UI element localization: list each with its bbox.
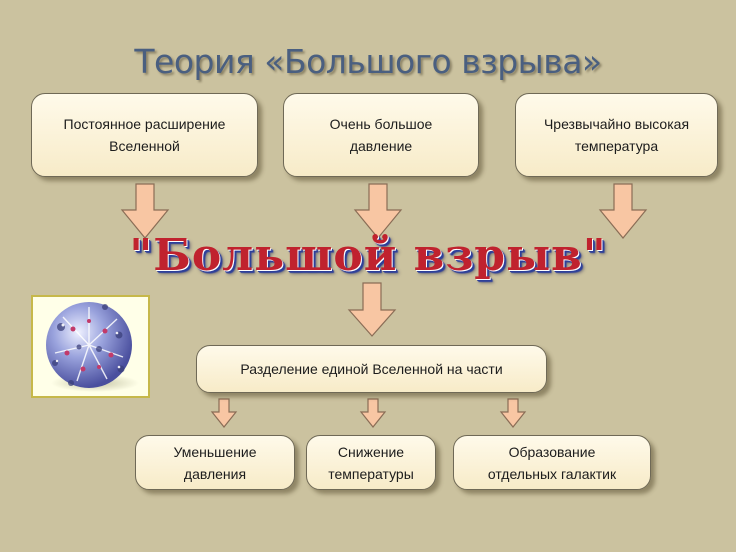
- box-line: давления: [183, 465, 247, 482]
- arrow-down-icon: [353, 183, 403, 239]
- arrow-down-icon: [210, 398, 238, 428]
- box-line: Очень большое: [329, 116, 433, 132]
- diagram-title: Теория «Большого взрыва»: [134, 42, 602, 81]
- arrow-down-icon: [347, 282, 397, 337]
- box-line: Постоянное расширение: [63, 116, 226, 132]
- consequence-box: Разделение единой Вселенной на части: [196, 345, 547, 393]
- box-line: Образование: [508, 443, 596, 460]
- box-line: Уменьшение: [173, 443, 257, 460]
- cause-box-temperature: Чрезвычайно высокая температура: [515, 93, 718, 177]
- arrow-down-icon: [598, 183, 648, 239]
- cause-box-pressure: Очень большое давление: [283, 93, 479, 177]
- effect-box-pressure: Уменьшение давления: [135, 435, 295, 490]
- arrow-down-icon: [120, 183, 170, 239]
- box-line: температура: [574, 138, 659, 154]
- effect-box-temperature: Снижение температуры: [306, 435, 436, 490]
- box-line: Чрезвычайно высокая: [543, 116, 690, 132]
- box-line: температуры: [328, 465, 414, 482]
- box-line: Снижение: [337, 443, 405, 460]
- arrow-down-icon: [359, 398, 387, 428]
- explosion-sphere-icon: [31, 295, 150, 398]
- box-line: давление: [349, 138, 413, 154]
- box-line: отдельных галактик: [487, 465, 617, 482]
- arrow-down-icon: [499, 398, 527, 428]
- effect-box-galaxies: Образование отдельных галактик: [453, 435, 651, 490]
- box-line: Разделение единой Вселенной на части: [240, 361, 503, 377]
- box-line: Вселенной: [109, 138, 180, 154]
- big-bang-heading: "Большой взрыв": [129, 230, 607, 281]
